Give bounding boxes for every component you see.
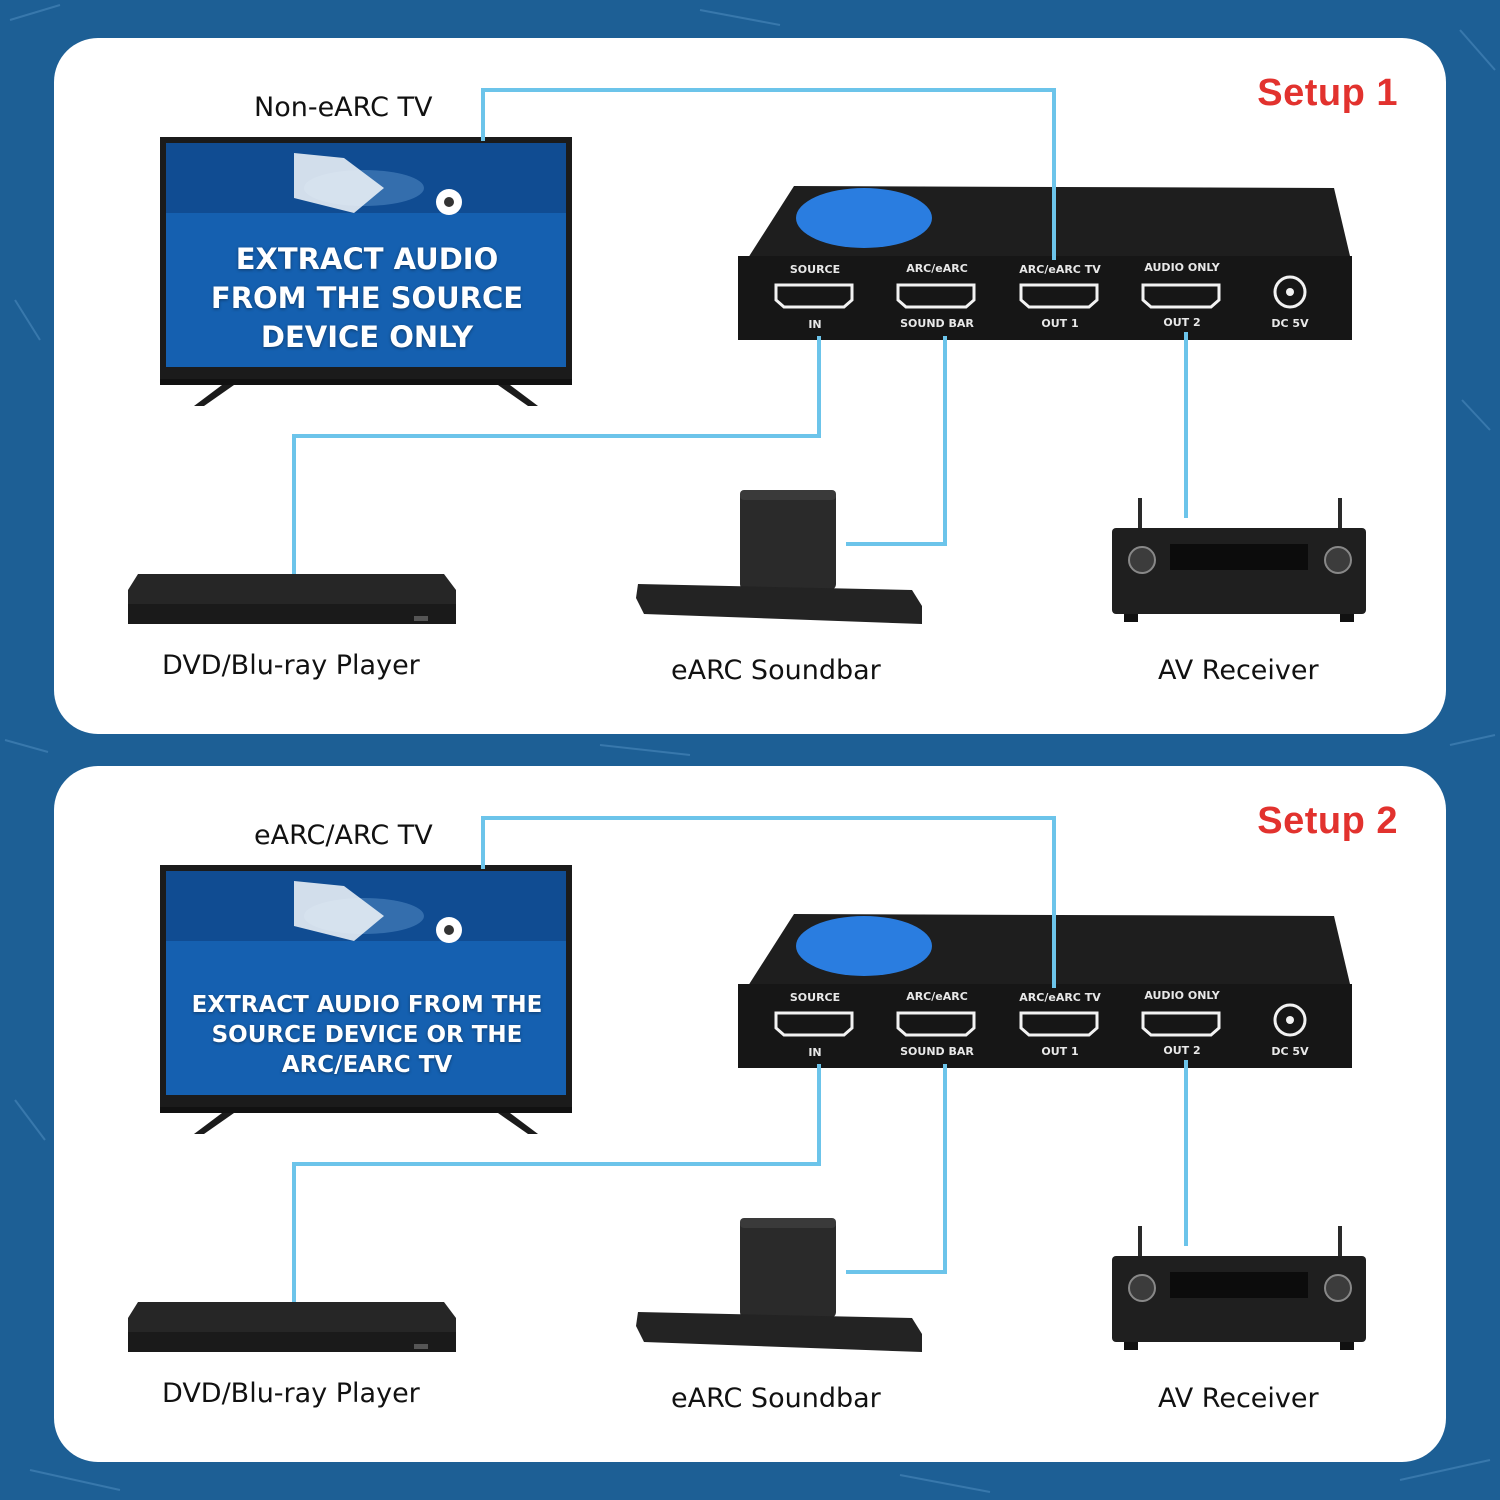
- tv-screen-line: EXTRACT AUDIO FROM THE: [191, 992, 543, 1018]
- port-label-audio-only: AUDIO ONLY: [1144, 261, 1220, 274]
- tv-screen-line: SOURCE DEVICE OR THE: [211, 1022, 523, 1048]
- hdmi-audio-extractor: [738, 914, 1352, 1068]
- port-label-arc-earc: ARC/eARC: [906, 990, 968, 1003]
- port-label-dc-5v: DC 5V: [1271, 317, 1309, 330]
- port-label-sound-bar: SOUND BAR: [900, 1045, 974, 1058]
- bluray-player: [128, 574, 456, 624]
- tv-label: eARC/ARC TV: [254, 820, 433, 851]
- port-label-arc-earc-tv: ARC/eARC TV: [1019, 991, 1101, 1004]
- bluray-player: [128, 1302, 456, 1352]
- setup-title: Setup 2: [1257, 800, 1398, 842]
- port-label-out-2: OUT 2: [1163, 316, 1201, 329]
- hdmi-port-source-icon: [774, 1011, 854, 1037]
- soundbar: [636, 490, 922, 624]
- tv-screen-line: ARC/EARC TV: [281, 1052, 453, 1078]
- receiver-label: AV Receiver: [1158, 655, 1319, 686]
- port-label-in: IN: [808, 318, 822, 331]
- port-label-out-2: OUT 2: [1163, 1044, 1201, 1057]
- port-label-source: SOURCE: [789, 263, 841, 276]
- player-label: DVD/Blu-ray Player: [162, 1378, 420, 1409]
- connection-lines: [292, 816, 1188, 1302]
- setup-title: Setup 1: [1257, 72, 1398, 114]
- av-receiver: [1112, 1226, 1366, 1350]
- port-label-dc-5v: DC 5V: [1271, 1045, 1309, 1058]
- port-label-in: IN: [808, 1046, 822, 1059]
- tv-screen-line: EXTRACT AUDIO: [235, 242, 499, 276]
- hdmi-port-soundbar-icon: [896, 1011, 976, 1037]
- setup-2-diagram: [128, 816, 1366, 1352]
- dc-jack-icon: [1273, 1003, 1307, 1037]
- tv-screen-line: DEVICE ONLY: [260, 320, 474, 354]
- connection-lines: [292, 88, 1188, 574]
- hdmi-port-soundbar-icon: [896, 283, 976, 309]
- dc-jack-icon: [1273, 275, 1307, 309]
- receiver-label: AV Receiver: [1158, 1383, 1319, 1414]
- port-label-out-1: OUT 1: [1041, 317, 1079, 330]
- tv-screen-text: EXTRACT AUDIO FROM THE SOURCE DEVICE OR …: [174, 990, 560, 1080]
- port-label-arc-earc: ARC/eARC: [906, 262, 968, 275]
- port-label-sound-bar: SOUND BAR: [900, 317, 974, 330]
- tv-label: Non-eARC TV: [254, 92, 433, 123]
- port-label-audio-only: AUDIO ONLY: [1144, 989, 1220, 1002]
- player-label: DVD/Blu-ray Player: [162, 650, 420, 681]
- soundbar: [636, 1218, 922, 1352]
- hdmi-port-tv-icon: [1019, 1011, 1099, 1037]
- tv-screen-text: EXTRACT AUDIO FROM THE SOURCE DEVICE ONL…: [174, 240, 560, 357]
- soundbar-label: eARC Soundbar: [671, 655, 881, 686]
- tv: [160, 865, 572, 1134]
- hdmi-audio-extractor: [738, 186, 1352, 340]
- soundbar-label: eARC Soundbar: [671, 1383, 881, 1414]
- hdmi-port-audio-icon: [1141, 283, 1221, 309]
- av-receiver: [1112, 498, 1366, 622]
- port-label-arc-earc-tv: ARC/eARC TV: [1019, 263, 1101, 276]
- hdmi-port-audio-icon: [1141, 1011, 1221, 1037]
- setup-2-panel: Setup 2 eARC/ARC TV EXTRACT AUDIO FROM T…: [54, 766, 1446, 1462]
- port-label-source: SOURCE: [789, 991, 841, 1004]
- setup-1-panel: Setup 1 Non-eARC TV EXTRACT AUDIO FROM T…: [54, 38, 1446, 734]
- port-label-out-1: OUT 1: [1041, 1045, 1079, 1058]
- tv: [160, 137, 572, 406]
- setup-1-diagram: [128, 88, 1366, 624]
- hdmi-port-tv-icon: [1019, 283, 1099, 309]
- hdmi-port-source-icon: [774, 283, 854, 309]
- tv-screen-line: FROM THE SOURCE: [210, 281, 524, 315]
